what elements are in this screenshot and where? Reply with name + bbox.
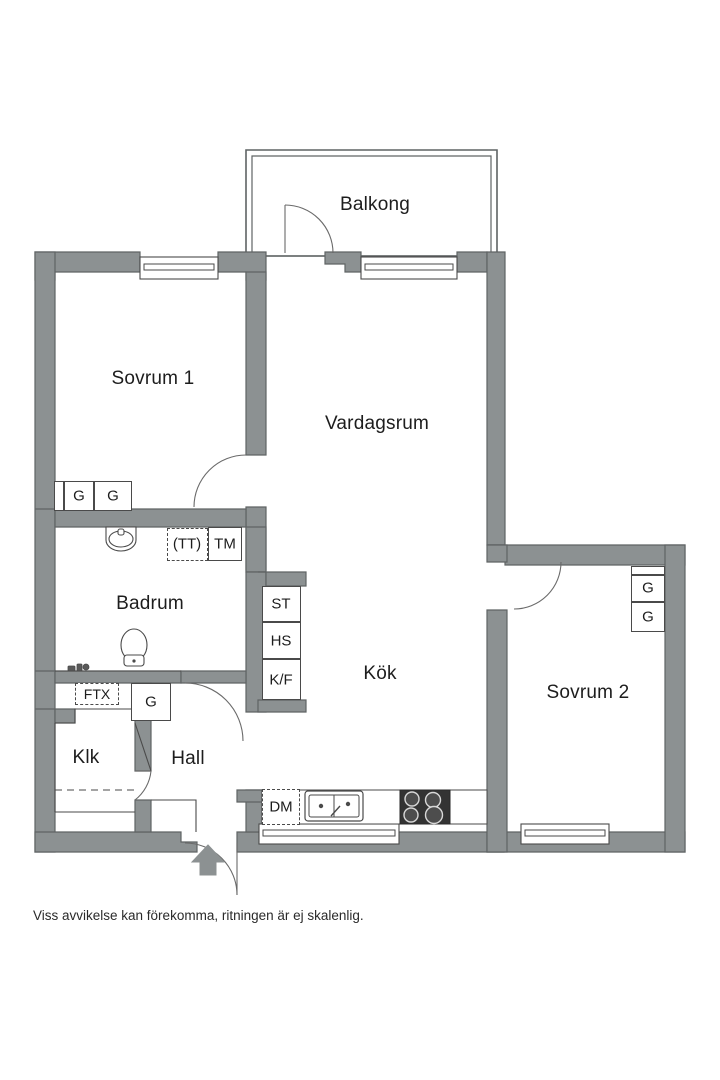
- window-kitchen-bottom: [258, 823, 400, 845]
- room-label-living-room: Vardagsrum: [324, 413, 430, 434]
- toilet-icon: [120, 628, 148, 667]
- label-washing-machine: TM: [214, 535, 236, 553]
- cleaning-cupboard-box[interactable]: [262, 586, 301, 622]
- faucet-icon: [67, 663, 90, 672]
- window-bedroom1-top: [139, 256, 219, 280]
- door-entrance: [184, 842, 238, 896]
- wardrobe-bedroom1-endcap: [54, 481, 64, 511]
- wardrobe-bedroom2-top-box[interactable]: [631, 575, 665, 602]
- washbasin-icon: [105, 526, 137, 552]
- washing-machine-box[interactable]: [208, 527, 242, 561]
- label-cleaning-cupboard: ST: [271, 595, 291, 613]
- label-wardrobe-bedroom1-right: G: [107, 487, 119, 505]
- door-klk: [134, 722, 152, 801]
- label-wardrobe-bedroom2-bottom: G: [642, 608, 654, 626]
- dishwasher-box[interactable]: [262, 789, 300, 825]
- wardrobe-bedroom1-left[interactable]: [64, 481, 94, 511]
- label-shelf-unit: HS: [270, 632, 292, 650]
- wall-structure: [34, 251, 686, 853]
- disclaimer-caption: Viss avvikelse kan förekomma, ritningen …: [33, 908, 364, 923]
- sink-icon: [304, 790, 364, 822]
- label-wardrobe-hall: G: [145, 693, 157, 711]
- room-label-walk-in-closet: Klk: [72, 747, 100, 768]
- interior-thin-lines: [54, 708, 197, 832]
- room-label-bedroom-1: Sovrum 1: [111, 368, 195, 389]
- window-bedroom2-bottom: [520, 823, 610, 845]
- shelf-unit-box[interactable]: [262, 622, 301, 659]
- door-hall-to-kitchen: [184, 682, 244, 742]
- wardrobe-bedroom2-endcap: [631, 566, 665, 575]
- label-dishwasher: DM: [269, 798, 293, 816]
- fridge-freezer-box[interactable]: [262, 659, 301, 700]
- wardrobe-bedroom2-bottom-box[interactable]: [631, 602, 665, 632]
- wardrobe-hall-box[interactable]: [131, 683, 171, 721]
- label-tumble-dryer: (TT): [172, 535, 202, 553]
- ventilation-unit-box[interactable]: [75, 683, 119, 705]
- label-wardrobe-bedroom2-top: G: [642, 579, 654, 597]
- door-bedroom2: [513, 561, 562, 610]
- door-balcony: [284, 204, 334, 254]
- room-label-bedroom-2: Sovrum 2: [546, 682, 630, 703]
- door-bedroom1: [193, 454, 247, 508]
- label-ventilation-unit: FTX: [83, 686, 111, 702]
- room-label-bathroom: Badrum: [116, 593, 184, 614]
- door-swings-group: [134, 204, 562, 896]
- label-wardrobe-bedroom1-left: G: [73, 487, 85, 505]
- room-label-balcony: Balkong: [339, 194, 411, 215]
- tumble-dryer-box[interactable]: [167, 528, 208, 561]
- label-fridge-freezer: K/F: [269, 671, 293, 689]
- stove-icon: [399, 789, 451, 825]
- wardrobe-bedroom1-right[interactable]: [94, 481, 132, 511]
- windows-group: [139, 256, 610, 845]
- window-living-top: [360, 256, 458, 280]
- room-label-kitchen: Kök: [363, 663, 397, 684]
- room-label-hallway: Hall: [171, 748, 205, 769]
- entrance-arrow-icon: [190, 844, 226, 876]
- bathroom-fixtures: [55, 526, 181, 672]
